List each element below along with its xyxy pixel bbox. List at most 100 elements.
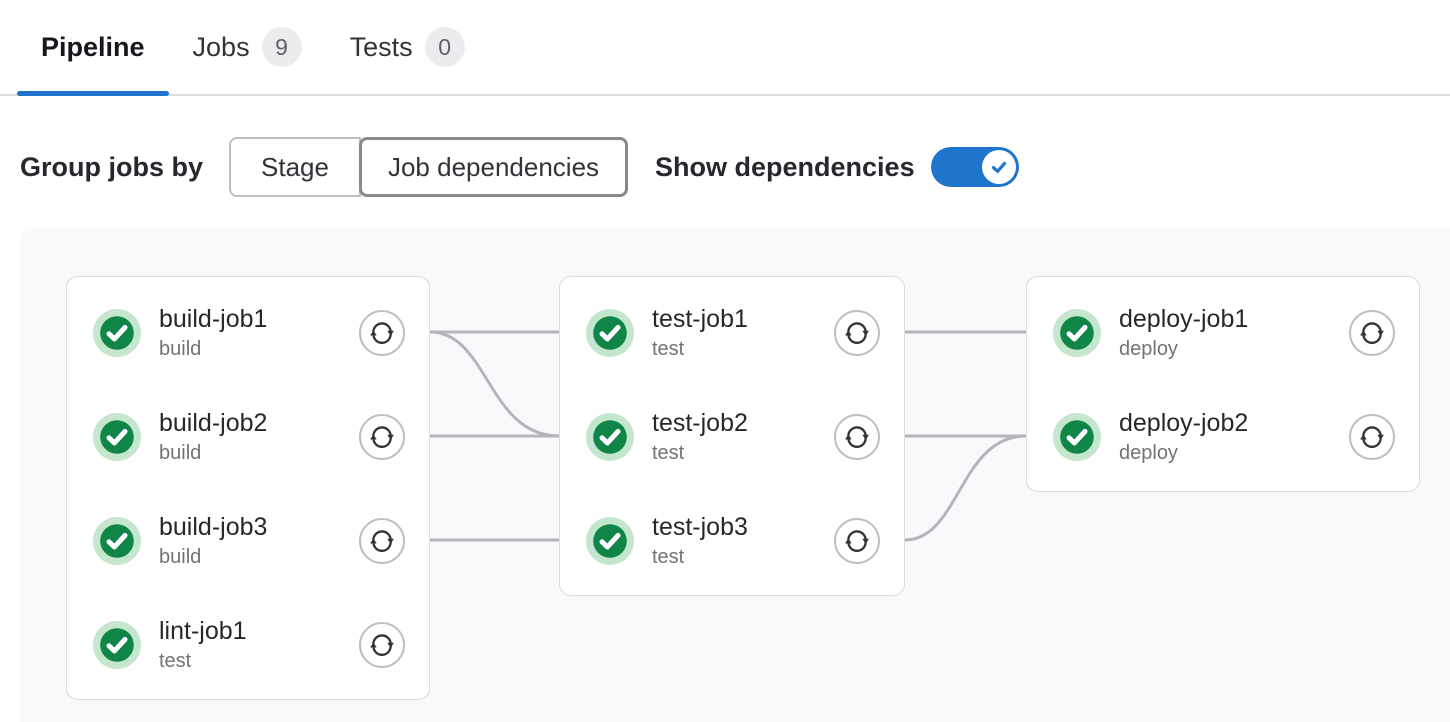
job-stage: test xyxy=(652,337,685,360)
retry-icon xyxy=(370,426,394,448)
job-row: deploy-job1 deploy xyxy=(1027,281,1419,385)
tab-jobs-label: Jobs xyxy=(192,31,250,62)
job-text: build-job2 build xyxy=(159,409,267,465)
job-name: lint-job1 xyxy=(159,617,247,646)
show-dependencies-label: Show dependencies xyxy=(655,151,915,182)
tab-pipeline-label: Pipeline xyxy=(41,31,145,62)
job-group-card: deploy-job1 deploy deploy-job2 deploy xyxy=(1026,276,1420,492)
status-success-icon xyxy=(586,413,634,461)
status-success-icon xyxy=(93,621,141,669)
status-success-icon xyxy=(93,517,141,565)
status-success-icon xyxy=(1053,309,1101,357)
job-stage: deploy xyxy=(1119,441,1178,464)
retry-button[interactable] xyxy=(359,310,405,356)
segment-job-dependencies-button[interactable]: Job dependencies xyxy=(358,137,629,197)
job-text: lint-job1 test xyxy=(159,617,247,673)
status-success-icon xyxy=(586,413,634,461)
job-name: deploy-job1 xyxy=(1119,305,1249,334)
status-success-icon xyxy=(586,517,634,565)
graph-controls: Group jobs by Stage Job dependencies Sho… xyxy=(20,137,1430,197)
status-success-icon xyxy=(1053,413,1101,461)
job-link-deploy-job1[interactable]: deploy-job1 deploy xyxy=(1053,305,1349,361)
job-name: deploy-job2 xyxy=(1119,409,1249,438)
status-success-icon xyxy=(93,517,141,565)
status-success-icon xyxy=(93,309,141,357)
toggle-knob xyxy=(981,150,1016,184)
retry-icon xyxy=(1360,322,1384,344)
dependency-line-build-job1-to-test-job2 xyxy=(429,330,560,438)
retry-icon xyxy=(370,634,394,656)
retry-icon xyxy=(1360,426,1384,448)
job-row: build-job2 build xyxy=(67,385,429,489)
pipeline-tab-bar: Pipeline Jobs 9 Tests 0 xyxy=(0,0,1450,96)
retry-button[interactable] xyxy=(834,518,880,564)
job-row: build-job1 build xyxy=(67,281,429,385)
retry-icon xyxy=(845,322,869,344)
job-row: deploy-job2 deploy xyxy=(1027,385,1419,489)
status-success-icon xyxy=(1053,413,1101,461)
retry-button[interactable] xyxy=(834,310,880,356)
status-success-icon xyxy=(1053,309,1101,357)
tests-count-badge: 0 xyxy=(424,27,465,67)
segment-stage-button[interactable]: Stage xyxy=(229,137,361,197)
job-name: test-job3 xyxy=(652,513,748,542)
job-text: test-job2 test xyxy=(652,409,748,465)
job-row: test-job2 test xyxy=(560,385,904,489)
tab-pipeline[interactable]: Pipeline xyxy=(17,0,169,96)
retry-button[interactable] xyxy=(359,622,405,668)
job-text: build-job1 build xyxy=(159,305,267,361)
job-link-lint-job1[interactable]: lint-job1 test xyxy=(93,617,359,673)
job-stage: build xyxy=(159,441,202,464)
job-link-test-job3[interactable]: test-job3 test xyxy=(586,513,834,569)
job-link-deploy-job2[interactable]: deploy-job2 deploy xyxy=(1053,409,1349,465)
jobs-count-badge: 9 xyxy=(261,27,302,67)
job-name: test-job2 xyxy=(652,409,748,438)
tab-tests[interactable]: Tests 0 xyxy=(326,0,489,94)
job-text: deploy-job1 deploy xyxy=(1119,305,1248,361)
job-stage: build xyxy=(159,545,202,568)
show-dependencies-toggle[interactable] xyxy=(930,147,1019,187)
status-success-icon xyxy=(93,309,141,357)
job-link-test-job2[interactable]: test-job2 test xyxy=(586,409,834,465)
tab-tests-label: Tests xyxy=(349,31,413,62)
retry-button[interactable] xyxy=(1349,414,1395,460)
retry-icon xyxy=(370,530,394,552)
job-stage: build xyxy=(159,337,202,360)
tab-jobs[interactable]: Jobs 9 xyxy=(169,0,326,94)
job-text: deploy-job2 deploy xyxy=(1119,409,1248,465)
retry-button[interactable] xyxy=(1349,310,1395,356)
status-success-icon xyxy=(586,309,634,357)
job-stage: test xyxy=(652,545,685,568)
retry-icon xyxy=(370,322,394,344)
job-text: build-job3 build xyxy=(159,513,267,569)
dependency-line-test-job3-to-deploy-job2 xyxy=(904,434,1027,542)
retry-button[interactable] xyxy=(834,414,880,460)
job-row: lint-job1 test xyxy=(67,593,429,697)
group-jobs-by-segmented-control: Stage Job dependencies xyxy=(229,137,629,197)
job-stage: test xyxy=(159,649,192,672)
job-row: test-job3 test xyxy=(560,489,904,593)
job-name: build-job1 xyxy=(159,305,268,334)
job-stage: deploy xyxy=(1119,337,1178,360)
job-link-build-job3[interactable]: build-job3 build xyxy=(93,513,359,569)
job-name: build-job3 xyxy=(159,513,268,542)
status-success-icon xyxy=(93,413,141,461)
job-name: build-job2 xyxy=(159,409,268,438)
job-link-build-job2[interactable]: build-job2 build xyxy=(93,409,359,465)
retry-icon xyxy=(845,530,869,552)
retry-button[interactable] xyxy=(359,518,405,564)
status-success-icon xyxy=(93,413,141,461)
retry-button[interactable] xyxy=(359,414,405,460)
status-success-icon xyxy=(93,621,141,669)
job-link-build-job1[interactable]: build-job1 build xyxy=(93,305,359,361)
status-success-icon xyxy=(586,309,634,357)
job-row: build-job3 build xyxy=(67,489,429,593)
check-icon xyxy=(991,161,1006,173)
job-stage: test xyxy=(652,441,685,464)
